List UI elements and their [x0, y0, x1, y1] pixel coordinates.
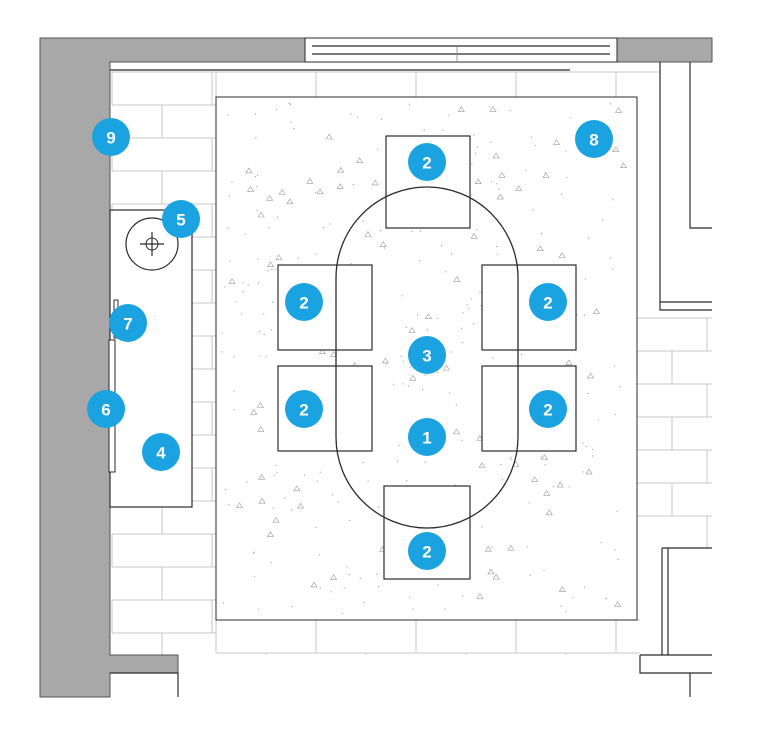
chairs [277, 135, 577, 580]
marker-label: 9 [106, 129, 115, 148]
marker-label: 3 [422, 347, 431, 366]
marker-label: 1 [422, 429, 431, 448]
marker-circle [285, 390, 323, 428]
marker-chair-top: 2 [408, 143, 446, 181]
marker-chair-left-lower: 2 [285, 390, 323, 428]
chair-left-lower [277, 365, 373, 452]
marker-circle [408, 143, 446, 181]
lamp [125, 217, 179, 271]
marker-label: 2 [299, 401, 308, 420]
window [304, 37, 618, 63]
marker-label: 2 [422, 154, 431, 173]
wall-top-right [616, 37, 713, 63]
marker-lamp: 5 [162, 200, 200, 238]
marker-label: 7 [123, 315, 132, 334]
marker-circle [529, 283, 567, 321]
marker-label: 5 [176, 211, 185, 230]
marker-circle [162, 200, 200, 238]
marker-label: 6 [101, 401, 110, 420]
marker-circle [87, 390, 125, 428]
marker-label: 8 [589, 131, 598, 150]
marker-rug: 8 [575, 120, 613, 158]
marker-dining-table: 1 [408, 418, 446, 456]
marker-wall-art-lower: 6 [87, 390, 125, 428]
marker-chair-right-lower: 2 [529, 390, 567, 428]
marker-label: 2 [299, 294, 308, 313]
marker-sideboard: 4 [142, 433, 180, 471]
dining-table [335, 186, 519, 529]
marker-label: 4 [156, 444, 166, 463]
marker-circle [575, 120, 613, 158]
marker-chair-right-upper: 2 [529, 283, 567, 321]
marker-circle [142, 433, 180, 471]
marker-circle [408, 336, 446, 374]
marker-chair-bottom: 2 [408, 532, 446, 570]
marker-wall-art-upper: 7 [109, 304, 147, 342]
markers: 1 2 2 2 2 2 2 3 4 5 6 7 8 9 [87, 118, 613, 570]
marker-circle [92, 118, 130, 156]
marker-circle [109, 304, 147, 342]
marker-circle [408, 418, 446, 456]
marker-table-center: 3 [408, 336, 446, 374]
marker-brick-wall: 9 [92, 118, 130, 156]
marker-chair-left-upper: 2 [285, 283, 323, 321]
marker-circle [408, 532, 446, 570]
marker-circle [529, 390, 567, 428]
walls [39, 37, 713, 698]
marker-label: 2 [543, 294, 552, 313]
marker-circle [285, 283, 323, 321]
marker-label: 2 [422, 543, 431, 562]
marker-label: 2 [543, 401, 552, 420]
